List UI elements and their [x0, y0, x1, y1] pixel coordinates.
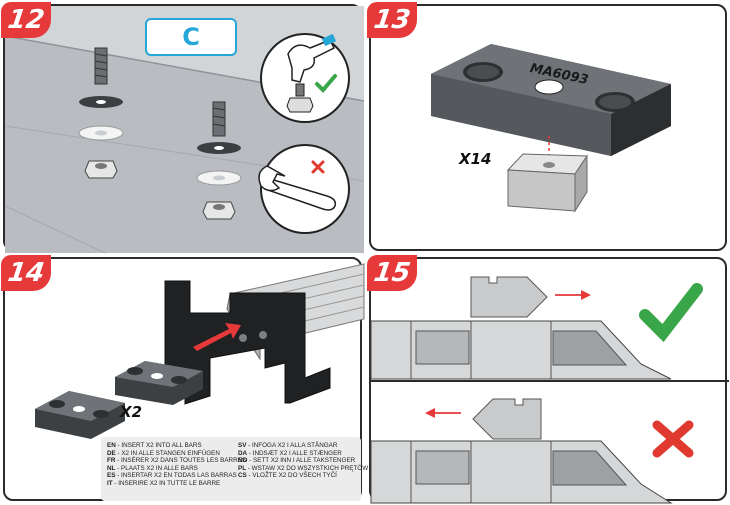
arrow-right-icon: [555, 290, 591, 300]
instruction-lang: EN: [107, 442, 116, 449]
instruction-text: - INSÉRER X2 DANS TOUTES LES BARRES: [115, 457, 247, 465]
instruction-text: - INFOGA X2 I ALLA STÅNGAR: [246, 442, 338, 449]
quantity-label: X2: [120, 403, 143, 421]
instruction-lang: CS: [238, 472, 247, 480]
cross-icon: [311, 160, 325, 174]
instruction-row-fr: FR - INSÉRER X2 DANS TOUTES LES BARRES: [107, 457, 246, 465]
instruction-lang: ES: [107, 472, 116, 480]
step-13-illustration: MA6093: [431, 44, 671, 213]
arrow-left-icon: [425, 408, 461, 418]
step-number-12: 12: [1, 2, 51, 38]
quantity-label: X14: [459, 150, 492, 168]
bolt-stack-left: [78, 47, 124, 179]
instruction-row-sv: SV - INFOGA X2 I ALLA STÅNGAR: [238, 442, 368, 450]
spacer-block: [431, 44, 671, 156]
check-icon: [639, 283, 703, 343]
instruction-lang: FR: [107, 457, 116, 465]
instruction-lang: SV: [238, 442, 247, 449]
step-15-illustration: [370, 276, 729, 504]
hand-tighten-icon: [260, 33, 350, 123]
van-top: [370, 320, 672, 380]
instruction-text: - WSTAW X2 DO WSZYSTKICH PRĘTÓW: [246, 464, 369, 472]
instruction-text: - INSERT X2 INTO ALL BARS: [115, 442, 202, 449]
van-bottom: [370, 440, 673, 504]
spacer-pad: [506, 153, 588, 213]
instruction-lang: DA: [238, 449, 248, 457]
instruction-lang: NO: [238, 457, 248, 465]
instruction-row-es: ES - INSERTAR X2 EN TODAS LAS BARRAS: [107, 472, 246, 480]
spacer-2: [35, 391, 125, 439]
instruction-lang: PL: [238, 464, 247, 472]
end-cap: [164, 280, 331, 405]
bar-profile-correct: [470, 276, 548, 318]
wrench-icon: [258, 144, 350, 234]
instruction-row-pl: PL - WSTAW X2 DO WSZYSTKICH PRĘTÓW: [238, 465, 368, 473]
step-15-panel: [369, 257, 729, 504]
check-icon: [315, 74, 337, 93]
instruction-text: - X2 IN ALLE STANGEN EINFÜGEN: [115, 449, 220, 457]
step-number-14: 14: [1, 255, 51, 291]
instruction-lang: DE: [107, 449, 116, 457]
bar-profile-wrong: [472, 398, 542, 440]
bolt-stack-right: [196, 101, 242, 220]
instruction-row-it: IT - INSERIRE X2 IN TUTTE LE BARRE: [107, 480, 246, 488]
step-14-illustration: [35, 263, 365, 439]
step-12-panel: C: [3, 4, 365, 254]
instruction-text: - INSERIRE X2 IN TUTTE LE BARRE: [112, 479, 221, 487]
instruction-row-cs: CS - VLOŽTE X2 DO VŠECH TYČÍ: [238, 472, 368, 480]
instruction-text: - VLOŽTE X2 DO VŠECH TYČÍ: [246, 472, 337, 480]
cross-icon: [652, 420, 694, 458]
instruction-row-no: NO - SETT X2 INN I ALLE TAKSTENGER: [238, 457, 368, 465]
instruction-text: - INSERTAR X2 EN TODAS LAS BARRAS: [115, 472, 237, 480]
instruction-text: - PLAATS X2 IN ALLE BARS: [115, 464, 198, 472]
step-13-panel: MA6093 X14: [369, 4, 727, 251]
spacer-1: [115, 361, 203, 405]
insert-arrow-icon: [193, 323, 241, 351]
instruction-text: - INDSÆT X2 I ALLE STÆNGER: [247, 449, 342, 457]
instruction-lang: NL: [107, 464, 116, 472]
option-label: C: [145, 18, 237, 56]
step-number-15: 15: [367, 255, 417, 291]
instruction-row-de: DE - X2 IN ALLE STANGEN EINFÜGEN: [107, 450, 246, 458]
instruction-row-da: DA - INDSÆT X2 I ALLE STÆNGER: [238, 450, 368, 458]
instruction-row-nl: NL - PLAATS X2 IN ALLE BARS: [107, 465, 246, 473]
instruction-row-en: EN - INSERT X2 INTO ALL BARS: [107, 442, 246, 450]
step-number-13: 13: [367, 2, 417, 38]
instruction-lang: IT: [107, 479, 113, 487]
instruction-text: - SETT X2 INN I ALLE TAKSTENGER: [247, 457, 356, 465]
step-12-illustration: [4, 6, 365, 254]
